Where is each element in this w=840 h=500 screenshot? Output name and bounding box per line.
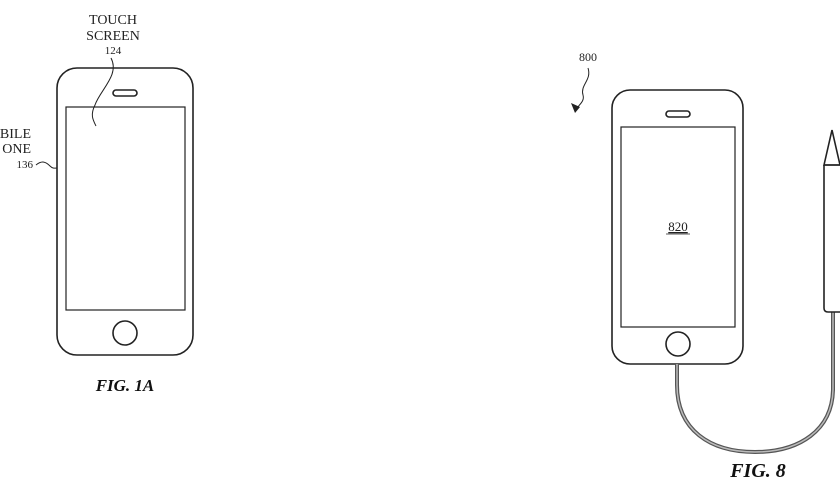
cable-inner bbox=[676, 312, 834, 453]
phone-body bbox=[56, 67, 194, 356]
home-button bbox=[112, 320, 138, 346]
leader-124 bbox=[91, 57, 114, 127]
system-ref-800: 800 bbox=[579, 50, 597, 64]
touch-screen bbox=[65, 106, 186, 311]
stylus-tip bbox=[822, 129, 840, 166]
arrow-head-icon bbox=[571, 103, 580, 113]
caption-fig-1a: FIG. 1A bbox=[95, 376, 155, 395]
speaker-icon-8 bbox=[665, 110, 691, 118]
touch-label-1: TOUCH bbox=[89, 13, 137, 28]
touch-ref: 124 bbox=[105, 45, 122, 57]
screen-820 bbox=[620, 126, 736, 328]
phone-label-2: ONE bbox=[2, 142, 31, 157]
phone-ref: 136 bbox=[17, 159, 34, 171]
touch-label-2: SCREEN bbox=[86, 29, 140, 44]
leader-800 bbox=[575, 67, 590, 111]
figure-1a bbox=[35, 57, 194, 356]
screen-ref-820: 820 bbox=[668, 219, 688, 234]
speaker-icon bbox=[112, 89, 138, 97]
home-button-8 bbox=[665, 331, 691, 357]
caption-fig-8: FIG. 8 bbox=[729, 460, 786, 482]
leader-136 bbox=[35, 161, 58, 169]
phone-label-1: BILE bbox=[0, 127, 31, 142]
stylus-body bbox=[823, 164, 840, 313]
cable bbox=[675, 312, 835, 455]
figure-8 bbox=[571, 67, 840, 455]
